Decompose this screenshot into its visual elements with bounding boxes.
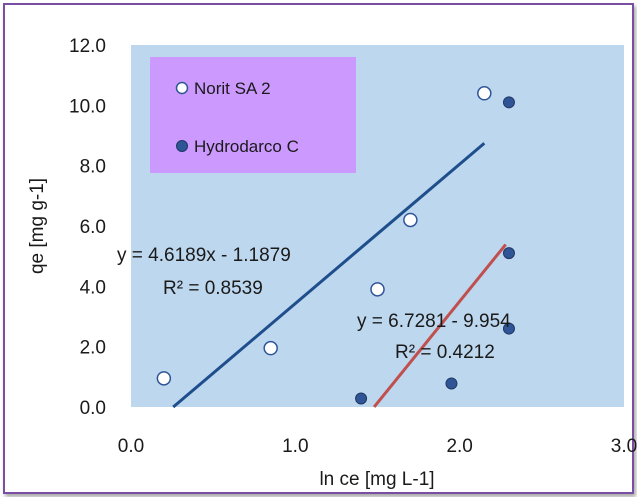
x-tick-label: 1.0 bbox=[282, 436, 308, 457]
y-tick-label: 10.0 bbox=[69, 96, 106, 117]
y-tick-label: 12.0 bbox=[69, 36, 106, 57]
chart-frame: Norit SA 2 Hydrodarco C y = 4.6189x - 1.… bbox=[3, 3, 637, 494]
trendline-equation-hydrodarco-c: y = 6.7281 - 9.954 bbox=[357, 311, 511, 332]
data-point-norit-sa-2 bbox=[263, 340, 278, 356]
legend: Norit SA 2 Hydrodarco C bbox=[150, 57, 356, 173]
y-axis-title: qe [mg g-1] bbox=[27, 178, 48, 274]
trendline-equation-norit-sa-2: y = 4.6189x - 1.1879 bbox=[117, 245, 291, 266]
y-tick-label: 0.0 bbox=[80, 398, 106, 419]
y-tick-label: 8.0 bbox=[80, 157, 106, 178]
trendline-norit-sa-2 bbox=[172, 142, 486, 409]
y-tick-label: 4.0 bbox=[80, 277, 106, 298]
chart-marks bbox=[156, 86, 515, 409]
x-tick-label: 2.0 bbox=[446, 436, 472, 457]
y-tick-label: 2.0 bbox=[80, 338, 106, 359]
data-point-hydrodarco-c bbox=[502, 322, 515, 335]
legend-marker-hydrodarco-c bbox=[176, 140, 188, 152]
data-point-hydrodarco-c bbox=[445, 377, 458, 390]
x-tick-label: 0.0 bbox=[118, 436, 144, 457]
trendline-r2-norit-sa-2: R² = 0.8539 bbox=[163, 278, 263, 299]
legend-label-hydrodarco-c: Hydrodarco C bbox=[194, 137, 299, 156]
data-point-norit-sa-2 bbox=[477, 86, 492, 101]
legend-label-norit-sa-2: Norit SA 2 bbox=[194, 79, 271, 98]
data-point-norit-sa-2 bbox=[403, 212, 418, 228]
data-point-hydrodarco-c bbox=[355, 392, 368, 405]
data-point-norit-sa-2 bbox=[370, 282, 385, 297]
trendline-hydrodarco-c bbox=[372, 243, 507, 408]
data-point-norit-sa-2 bbox=[156, 371, 172, 386]
y-tick-label: 6.0 bbox=[80, 217, 106, 238]
data-point-hydrodarco-c bbox=[502, 96, 515, 109]
data-point-hydrodarco-c bbox=[502, 247, 515, 260]
trendline-r2-hydrodarco-c: R² = 0.4212 bbox=[395, 342, 495, 363]
legend-box bbox=[150, 57, 356, 173]
x-axis-title: ln ce [mg L-1] bbox=[319, 469, 434, 490]
scatter-chart: Norit SA 2 Hydrodarco C y = 4.6189x - 1.… bbox=[27, 36, 637, 490]
x-tick-label: 3.0 bbox=[611, 436, 637, 457]
legend-marker-norit-sa-2 bbox=[175, 81, 189, 95]
